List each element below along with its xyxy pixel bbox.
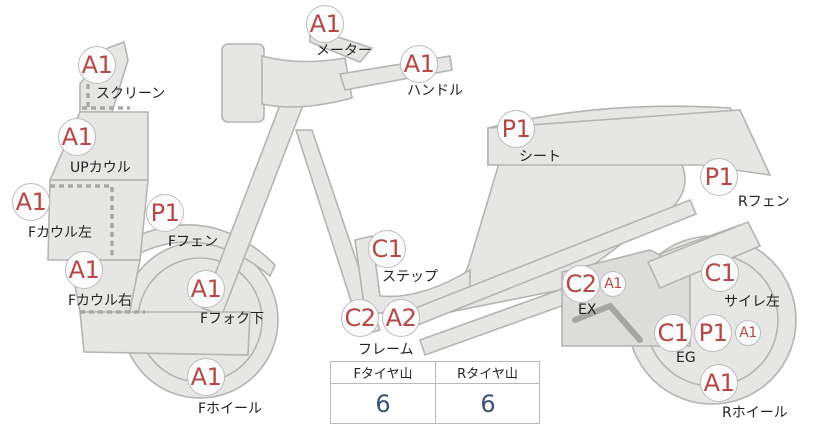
rear-tire-value: 6	[435, 384, 540, 423]
meter-label: メーター	[316, 43, 372, 59]
front-tire-header: Fタイヤ山	[331, 362, 435, 384]
rear-tire-header: Rタイヤ山	[435, 362, 539, 384]
f-fork-label: Fフォク下	[200, 311, 265, 327]
step-label: ステップ	[382, 269, 438, 285]
f-cowl-right-grade-badge: A1	[65, 251, 103, 289]
silencer-shape	[646, 220, 762, 290]
ex-grade-badge: A1	[600, 271, 626, 297]
headlight-shape	[221, 43, 265, 123]
silencer-left-grade-badge: C1	[701, 254, 739, 292]
r-wheel-grade-badge: A1	[700, 364, 738, 402]
up-cowl-label: UPカウル	[70, 160, 131, 176]
f-fender-grade-badge: P1	[146, 194, 184, 232]
frame-grade-badge: C2	[341, 299, 379, 337]
eg-grade-badge: A1	[735, 320, 761, 346]
lower-front-cowl-shape	[79, 311, 251, 356]
exhaust-pipe-shape	[572, 302, 643, 343]
eg-label: EG	[676, 350, 696, 366]
front-tire-value: 6	[375, 389, 391, 418]
handle-grade-badge: A1	[400, 45, 438, 83]
seat-grade-badge: P1	[497, 110, 535, 148]
f-fender-label: Fフェン	[168, 234, 219, 250]
down-tube-shape	[294, 129, 382, 336]
f-wheel-label: Fホイール	[198, 401, 263, 417]
f-cowl-left-label: Fカウル左	[28, 225, 93, 241]
head-cowl-shape	[261, 54, 353, 108]
f-cowl-left-grade-badge: A1	[12, 183, 50, 221]
handle-label: ハンドル	[407, 83, 463, 99]
f-fork-grade-badge: A1	[187, 270, 225, 308]
frame-grade-badge: A2	[382, 299, 420, 337]
silencer-left-label: サイレ左	[724, 294, 780, 310]
r-wheel-label: Rホイール	[722, 405, 788, 421]
step-grade-badge: C1	[368, 230, 406, 268]
screen-grade-badge: A1	[78, 46, 116, 84]
screen-label: スクリーン	[96, 86, 166, 102]
cowl-divider	[50, 184, 114, 256]
ex-label: EX	[578, 302, 597, 318]
meter-grade-badge: A1	[306, 5, 344, 43]
frame-label: フレーム	[358, 342, 414, 358]
ex-grade-badge: C2	[562, 265, 600, 303]
seat-label: シート	[519, 149, 561, 165]
up-cowl-grade-badge: A1	[58, 118, 96, 156]
tire-tread-table: Fタイヤ山 Rタイヤ山 6 6	[330, 361, 540, 424]
f-cowl-left-shape	[47, 179, 149, 261]
eg-grade-badge: C1	[654, 314, 692, 352]
eg-grade-badge: P1	[694, 314, 732, 352]
f-wheel-grade-badge: A1	[187, 358, 225, 396]
r-fender-label: Rフェン	[738, 194, 790, 210]
f-cowl-right-label: Fカウル右	[68, 293, 133, 309]
r-fender-grade-badge: P1	[700, 158, 738, 196]
